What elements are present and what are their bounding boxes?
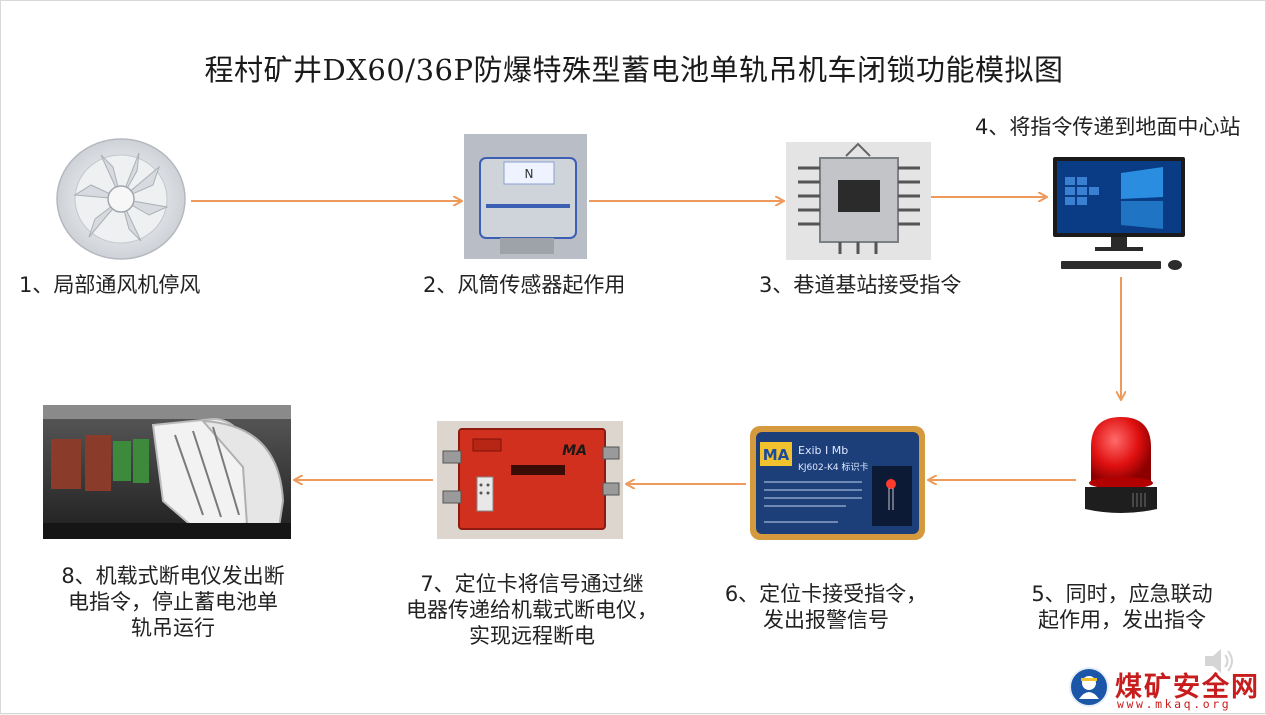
card-brand: MA [763, 446, 790, 464]
watermark-logo: 煤矿安全网 www.mkaq.org [1067, 664, 1263, 712]
step-5-label: 5、同时，应急联动 起作用，发出指令 [1011, 581, 1233, 633]
step-8-line-2: 电指令，停止蓄电池单 [68, 590, 278, 614]
locator-card-icon: MA Exib I Mb KJ602-K4 标识卡 [750, 426, 925, 540]
watermark-url: www.mkaq.org [1117, 697, 1232, 711]
box-brand: MA [562, 443, 587, 459]
card-line-2: KJ602-K4 标识卡 [798, 461, 868, 473]
step-3-label: 3、巷道基站接受指令 [759, 273, 962, 297]
power-breaker-icon: MA [437, 421, 623, 539]
sensor-icon: N [464, 134, 587, 259]
step-5-line-1: 5、同时，应急联动 [1031, 582, 1213, 606]
speaker-icon[interactable] [1201, 646, 1237, 676]
sensor-screen-text: N [525, 167, 534, 181]
step-1-label: 1、局部通风机停风 [19, 273, 201, 297]
monorail-train-icon [43, 405, 291, 539]
step-5-line-2: 起作用，发出指令 [1038, 608, 1206, 632]
step-8-line-1: 8、机载式断电仪发出断 [61, 564, 285, 588]
step-8-label: 8、机载式断电仪发出断 电指令，停止蓄电池单 轨吊运行 [43, 563, 303, 641]
step-2-label: 2、风筒传感器起作用 [423, 273, 626, 297]
step-7-line-3: 实现远程断电 [469, 624, 595, 648]
step-6-label: 6、定位卡接受指令， 发出报警信号 [707, 581, 945, 633]
step-7-line-2: 电器传递给机载式断电仪， [406, 598, 658, 622]
step-4-label: 4、将指令传递到地面中心站 [975, 115, 1241, 139]
step-6-line-1: 6、定位卡接受指令， [724, 582, 928, 606]
computer-icon [1053, 157, 1185, 270]
alarm-beacon-icon [1085, 417, 1157, 513]
card-line-1: Exib I Mb [798, 444, 848, 457]
watermark-name: 煤矿安全网 [1115, 672, 1260, 703]
step-7-line-1: 7、定位卡将信号通过继 [420, 572, 644, 596]
page-title: 程村矿井DX60/36P防爆特殊型蓄电池单轨吊机车闭锁功能模拟图 [204, 53, 1064, 87]
step-8-line-3: 轨吊运行 [131, 616, 215, 640]
base-station-icon [786, 142, 931, 260]
step-6-line-2: 发出报警信号 [763, 608, 889, 632]
fan-icon [56, 138, 186, 260]
watermark-emblem-icon [1069, 667, 1109, 707]
step-7-label: 7、定位卡将信号通过继 电器传递给机载式断电仪， 实现远程断电 [387, 571, 677, 649]
